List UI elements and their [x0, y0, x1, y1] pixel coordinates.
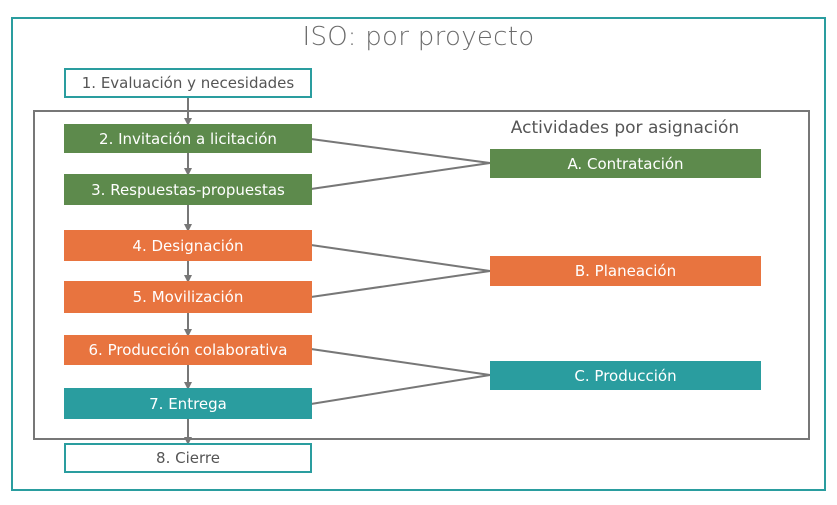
step-entrega: 7. Entrega — [64, 388, 312, 419]
link-6-to-C — [310, 348, 491, 376]
step-cierre: 8. Cierre — [64, 443, 312, 473]
link-7-to-C — [310, 374, 491, 405]
outer-frame — [11, 17, 826, 491]
link-2-to-A — [310, 138, 491, 164]
activity-planeacion: B. Planeación — [490, 256, 761, 286]
link-5-to-B — [310, 270, 491, 298]
step-movilizacion: 5. Movilización — [64, 281, 312, 313]
step-designacion: 4. Designación — [64, 230, 312, 261]
link-4-to-B — [310, 244, 491, 272]
activities-heading: Actividades por asignación — [510, 118, 740, 138]
step-evaluacion: 1. Evaluación y necesidades — [64, 68, 312, 98]
step-respuestas: 3. Respuestas-propuestas — [64, 174, 312, 205]
step-produccion-colaborativa: 6. Producción colaborativa — [64, 335, 312, 365]
diagram-title: ISO: por proyecto — [302, 22, 535, 52]
activity-contratacion: A. Contratación — [490, 149, 761, 178]
step-invitacion: 2. Invitación a licitación — [64, 124, 312, 153]
activity-produccion: C. Producción — [490, 361, 761, 390]
link-3-to-A — [310, 162, 491, 190]
activity-group-frame — [33, 110, 810, 440]
